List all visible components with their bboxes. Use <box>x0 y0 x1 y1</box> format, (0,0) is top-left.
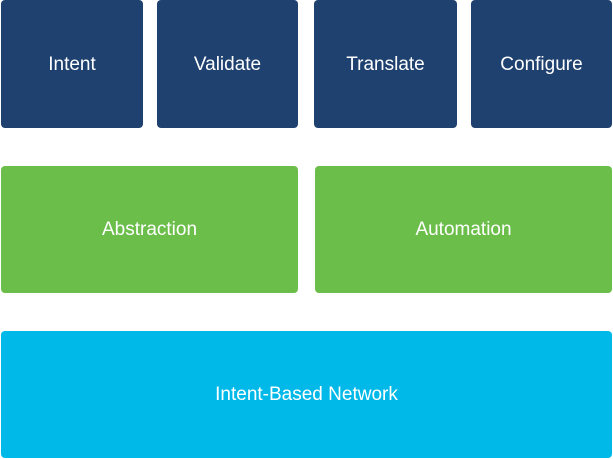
automation-label: Automation <box>415 219 512 240</box>
validate-label: Validate <box>193 53 262 75</box>
validate-block: Validate <box>157 0 298 128</box>
abstraction-label: Abstraction <box>101 219 198 240</box>
configure-block: Configure <box>471 0 612 128</box>
abstraction-block: Abstraction <box>1 166 298 293</box>
intent-based-network-label: Intent-Based Network <box>215 384 398 405</box>
intent-block: Intent <box>1 0 143 128</box>
translate-label: Translate <box>346 53 425 75</box>
configure-label: Configure <box>500 53 583 75</box>
intent-based-network-block: Intent-Based Network <box>1 331 612 458</box>
intent-label: Intent <box>48 53 96 75</box>
translate-block: Translate <box>314 0 457 128</box>
automation-block: Automation <box>315 166 612 293</box>
